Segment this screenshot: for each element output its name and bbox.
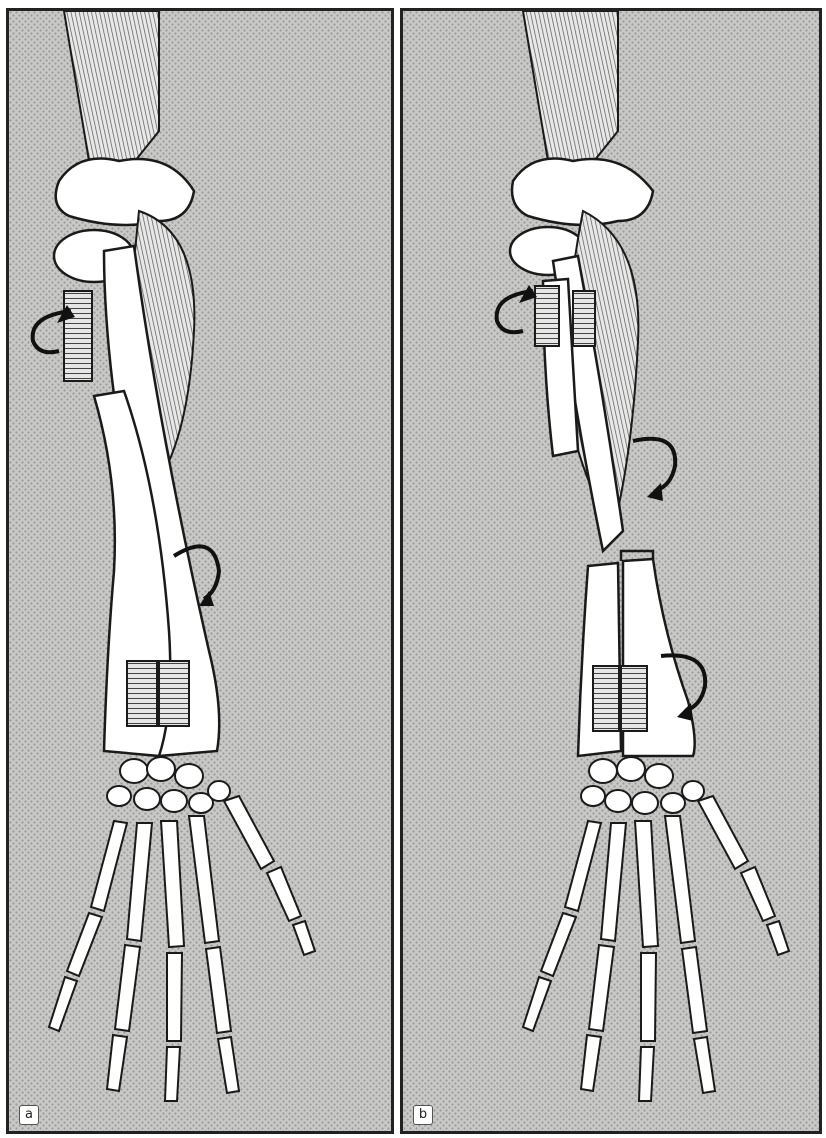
panel-b-illustration [403,11,819,1131]
distal-plate-right-icon [159,661,189,726]
proximal-plate-icon [64,291,92,381]
distal-plate-left-icon [593,666,619,731]
distal-plate-left-icon [127,661,157,726]
panel-a-illustration [9,11,391,1131]
panel-b-label: b [413,1105,433,1125]
distal-plate-right-icon [621,666,647,731]
proximal-plate-left-icon [535,286,559,346]
humerus-condyle [56,159,194,226]
proximal-plate-right-icon [573,291,595,346]
panel-b: b [400,8,822,1134]
panel-a: a [6,8,394,1134]
panel-a-label: a [19,1105,39,1125]
